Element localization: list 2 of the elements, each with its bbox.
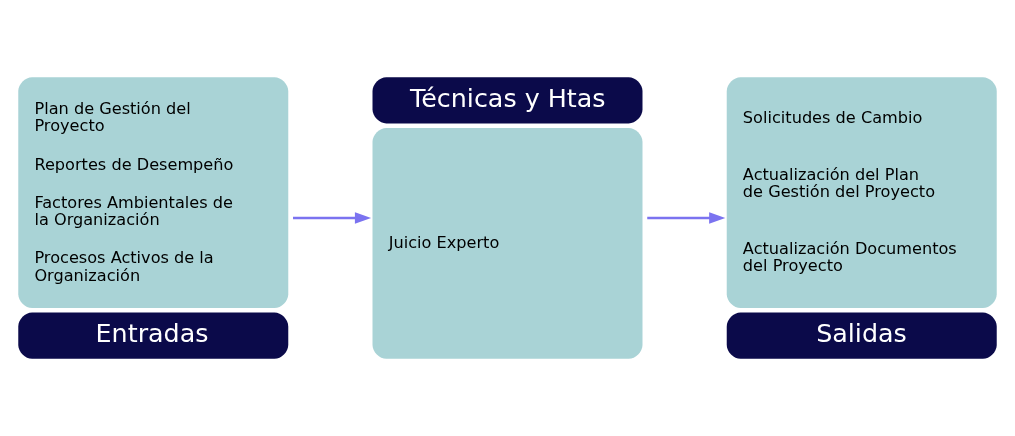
arrow: [293, 212, 372, 224]
arrow: [647, 212, 726, 224]
